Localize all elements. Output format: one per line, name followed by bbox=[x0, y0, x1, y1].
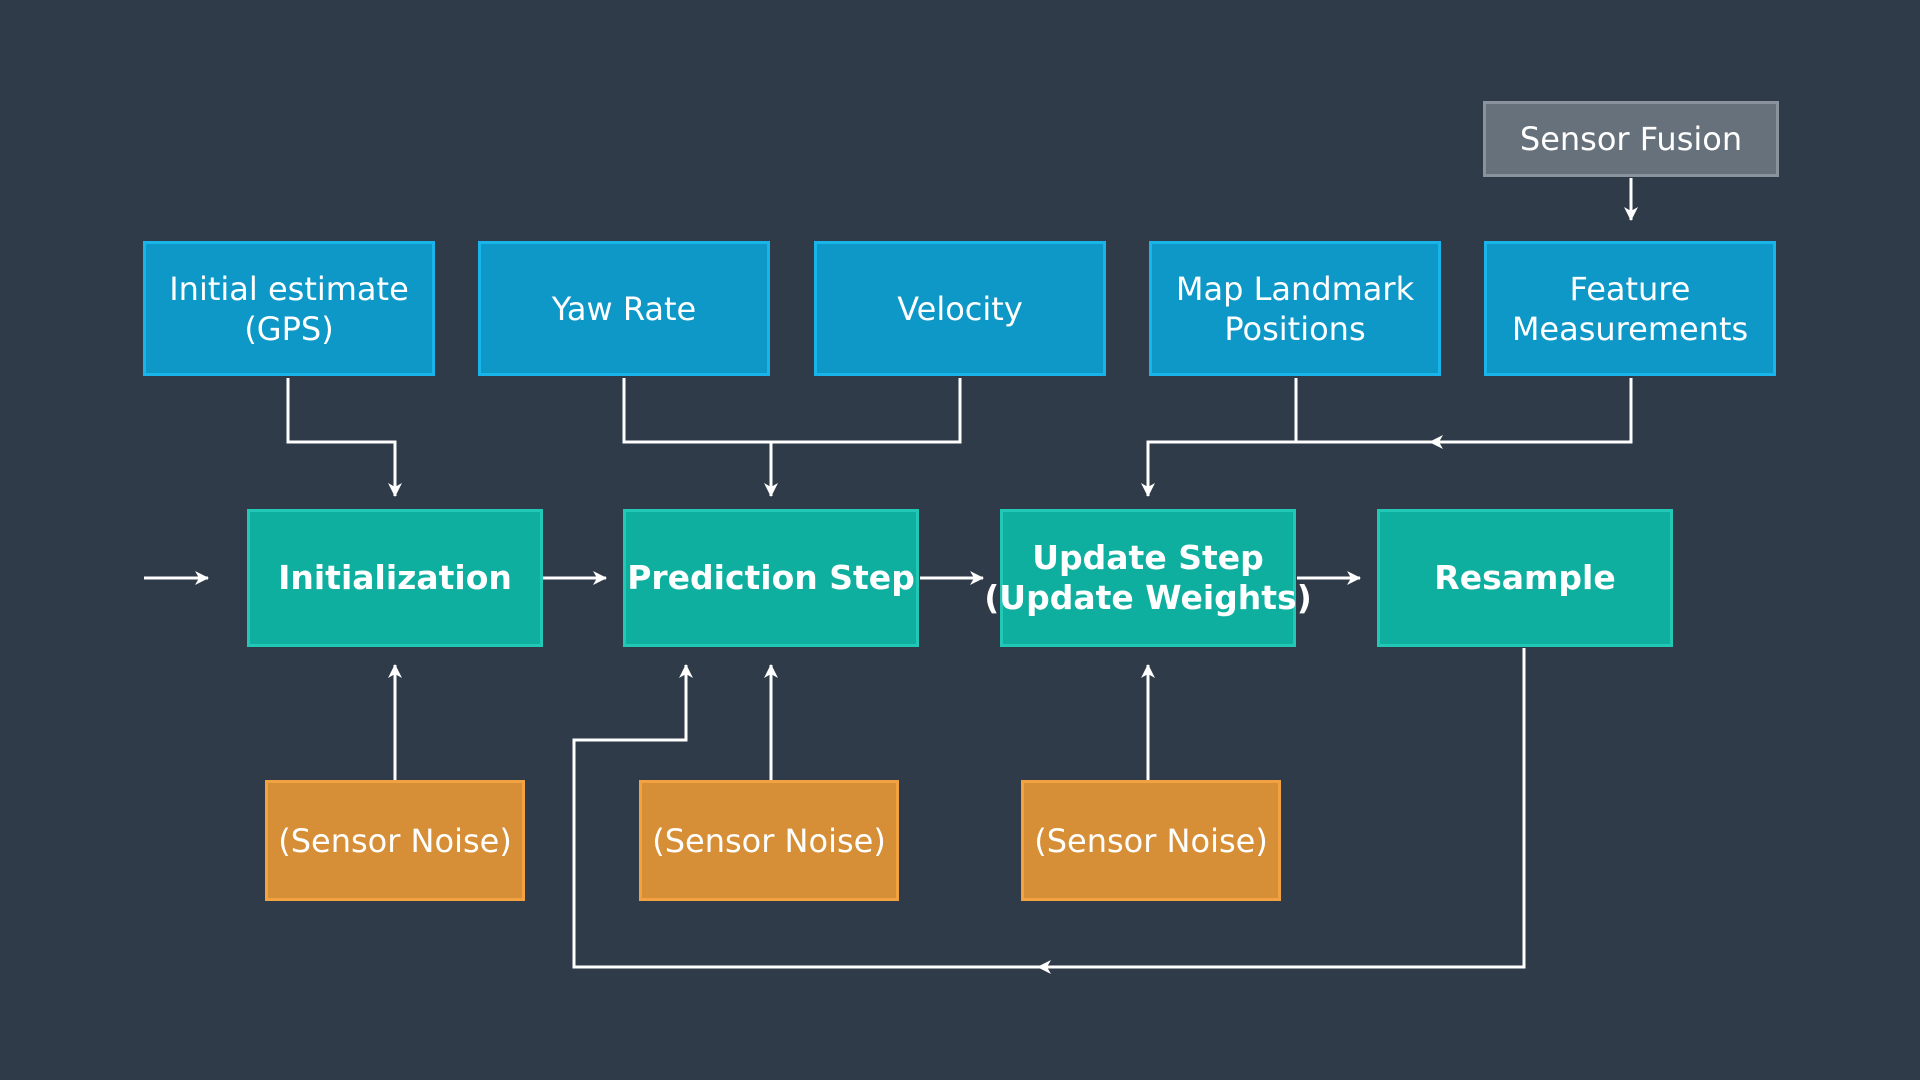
sensor-noise-initialization-label: (Sensor Noise) bbox=[278, 821, 512, 860]
arrow-feature-to-update bbox=[1429, 378, 1633, 449]
wire-resample-feedback bbox=[1037, 648, 1526, 974]
map-landmark-positions-box: Map Landmark Positions bbox=[1149, 241, 1441, 376]
map-landmark-label-line2: Positions bbox=[1224, 309, 1366, 348]
yaw-rate-label: Yaw Rate bbox=[551, 289, 697, 328]
sensor-noise-prediction-box: (Sensor Noise) bbox=[639, 780, 899, 901]
sensor-noise-initialization-box: (Sensor Noise) bbox=[265, 780, 525, 901]
arrow-landmarks-to-update bbox=[1141, 440, 1431, 497]
initial-estimate-label-line1: Initial estimate bbox=[169, 269, 409, 308]
sensor-fusion-box: Sensor Fusion bbox=[1483, 101, 1779, 177]
velocity-label: Velocity bbox=[897, 289, 1023, 328]
prediction-step-label: Prediction Step bbox=[627, 558, 915, 597]
update-step-label-line1: Update Step bbox=[1032, 538, 1264, 577]
sensor-fusion-label: Sensor Fusion bbox=[1519, 120, 1743, 158]
feature-measurements-label-line2: Measurements bbox=[1511, 309, 1749, 348]
map-landmark-label-line1: Map Landmark bbox=[1175, 269, 1415, 308]
update-step-label-line2: (Update Weights) bbox=[984, 578, 1312, 617]
arrow-yaw-rate-to-prediction bbox=[622, 378, 962, 444]
arrow-gps-to-initialization bbox=[286, 378, 402, 497]
feature-measurements-box: Feature Measurements bbox=[1484, 241, 1776, 376]
resample-box: Resample bbox=[1377, 509, 1673, 647]
update-step-box: Update Step (Update Weights) bbox=[984, 509, 1312, 647]
velocity-box: Velocity bbox=[814, 241, 1106, 376]
prediction-step-box: Prediction Step bbox=[623, 509, 919, 647]
yaw-rate-box: Yaw Rate bbox=[478, 241, 770, 376]
initial-estimate-box: Initial estimate (GPS) bbox=[143, 241, 435, 376]
sensor-noise-prediction-label: (Sensor Noise) bbox=[652, 821, 886, 860]
sensor-noise-update-box: (Sensor Noise) bbox=[1021, 780, 1281, 901]
sensor-noise-update-label: (Sensor Noise) bbox=[1034, 821, 1268, 860]
initialization-label: Initialization bbox=[278, 558, 512, 597]
initialization-box: Initialization bbox=[247, 509, 543, 647]
initial-estimate-label-line2: (GPS) bbox=[244, 309, 334, 348]
resample-label: Resample bbox=[1434, 558, 1616, 597]
arrow-feedback-to-prediction bbox=[572, 664, 1040, 969]
feature-measurements-label-line1: Feature bbox=[1569, 269, 1691, 308]
